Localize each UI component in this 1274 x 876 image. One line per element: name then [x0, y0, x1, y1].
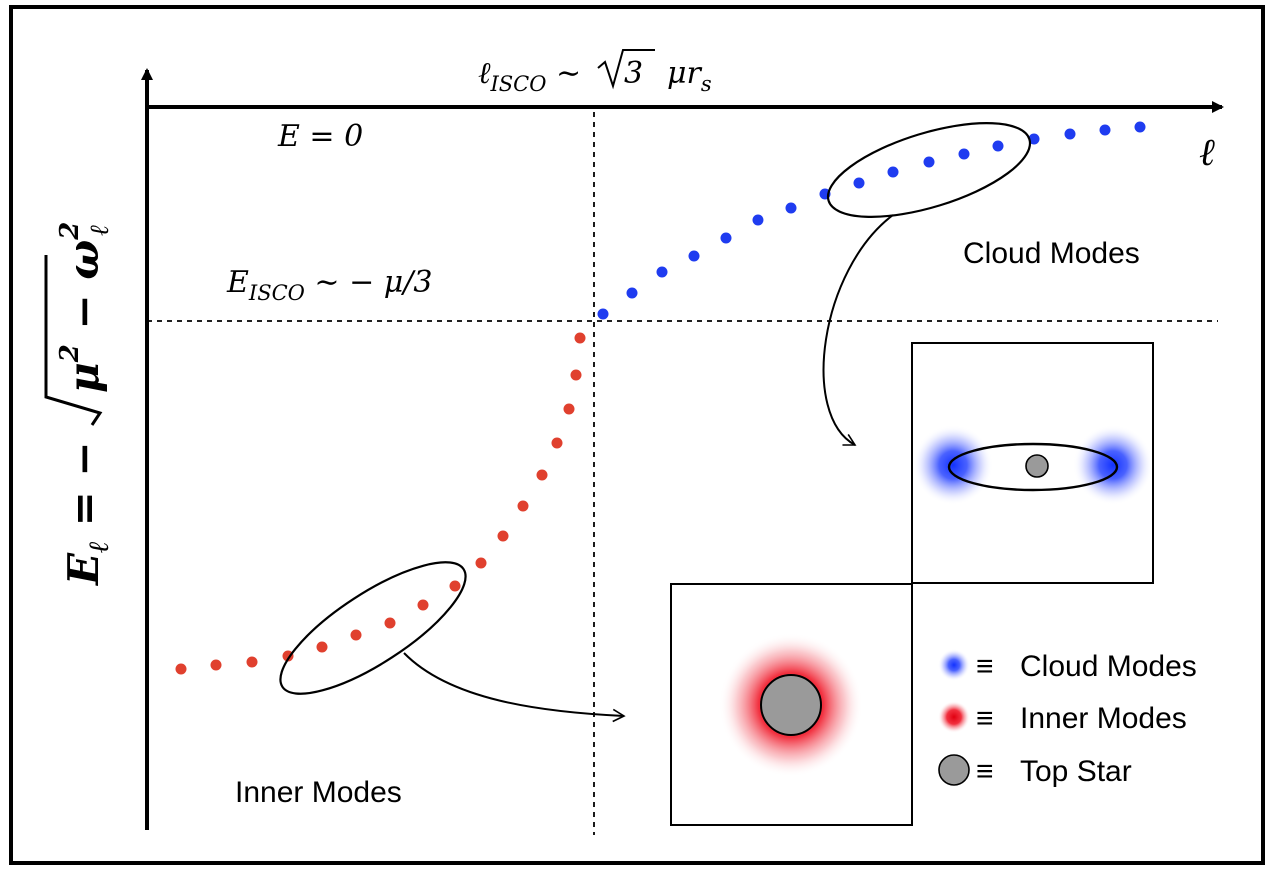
inner-mode-dot: [563, 403, 575, 415]
legend-equiv: ≡: [976, 650, 994, 683]
inner-mode-dot: [246, 656, 258, 668]
legend-item-inner: ≡ Inner Modes: [938, 701, 1187, 735]
inner-mode-dots: [175, 332, 586, 675]
y-axis-label: Eℓ = − μ2 − ω2ℓ: [44, 222, 115, 586]
cloud-mode-dot: [626, 287, 638, 299]
inner-mode-inset: [670, 583, 913, 826]
cloud-glow-right-icon: [1073, 425, 1153, 505]
cloud-mode-dot: [923, 156, 935, 168]
svg-text:Eℓ = −: Eℓ = −: [59, 441, 115, 586]
cloud-modes-label: Cloud Modes: [963, 237, 1140, 270]
inner-mode-dot: [175, 663, 187, 675]
legend: ≡ Cloud Modes ≡ Inner Modes ≡ Top Star: [938, 649, 1197, 788]
cloud-mode-dot: [656, 266, 668, 278]
gray-disk-icon: [938, 754, 970, 786]
cloud-inset-star-icon: [1025, 454, 1049, 478]
cloud-orbit-ellipse: [947, 442, 1119, 492]
inner-mode-dot: [497, 530, 509, 542]
inner-mode-dot: [475, 557, 487, 569]
cloud-mode-dots: [597, 121, 1146, 320]
inner-selection-ellipse: [279, 561, 467, 695]
legend-equiv: ≡: [976, 702, 994, 735]
inner-mode-dot: [574, 332, 586, 344]
cloud-mode-dot: [853, 177, 865, 189]
cloud-mode-dot: [1028, 133, 1040, 145]
blue-glow-icon: [938, 649, 970, 681]
inner-mode-dot: [350, 629, 362, 641]
legend-label-inner: Inner Modes: [1020, 702, 1187, 735]
inner-inset-star-icon: [760, 674, 822, 736]
cloud-mode-dot: [992, 140, 1004, 152]
cloud-mode-dot: [752, 214, 764, 226]
cloud-mode-dot: [1064, 128, 1076, 140]
legend-item-star: ≡ Top Star: [938, 754, 1132, 788]
x-axis-label: ℓ: [1199, 130, 1215, 174]
cloud-glow-left-icon: [913, 425, 993, 505]
inner-zoom-arrow: [403, 652, 626, 723]
cloud-mode-dot: [958, 148, 970, 160]
red-glow-icon: [938, 701, 970, 733]
svg-text:3: 3: [624, 56, 643, 91]
cloud-mode-dot: [597, 308, 609, 320]
outer-frame: [9, 5, 1265, 865]
svg-text:μ2 − ω2ℓ: μ2 − ω2ℓ: [55, 222, 115, 393]
legend-equiv: ≡: [976, 755, 994, 788]
cloud-zoom-arrow: [822, 214, 894, 446]
inner-mode-dot: [417, 599, 429, 611]
isco-energy-label: EISCO ∼ − μ/3: [226, 265, 432, 305]
inner-mode-dot: [210, 659, 222, 671]
inner-mode-dot: [551, 437, 563, 449]
cloud-mode-dot: [887, 166, 899, 178]
legend-label-star: Top Star: [1020, 755, 1132, 788]
zero-energy-label: E = 0: [277, 119, 363, 154]
inner-mode-dot: [316, 641, 328, 653]
svg-text:μrs: μrs: [667, 56, 712, 96]
svg-text:ℓISCO ∼: ℓISCO ∼: [478, 56, 581, 96]
cloud-mode-dot: [1134, 121, 1146, 133]
inner-mode-dot: [517, 500, 529, 512]
cloud-mode-inset: [911, 342, 1154, 584]
inner-mode-dot: [449, 580, 461, 592]
cloud-mode-dot: [1099, 124, 1111, 136]
isco-ell-label: ℓISCO ∼ 3 μrs: [478, 49, 712, 96]
cloud-mode-dot: [688, 250, 700, 262]
inner-mode-dot: [536, 469, 548, 481]
inner-mode-dot: [570, 369, 582, 381]
cloud-mode-dot: [785, 202, 797, 214]
cloud-selection-ellipse: [826, 122, 1032, 218]
cloud-mode-dot: [720, 232, 732, 244]
inner-mode-dot: [384, 617, 396, 629]
inner-modes-label: Inner Modes: [235, 776, 402, 809]
legend-label-cloud: Cloud Modes: [1020, 650, 1197, 683]
legend-item-cloud: ≡ Cloud Modes: [938, 649, 1197, 683]
